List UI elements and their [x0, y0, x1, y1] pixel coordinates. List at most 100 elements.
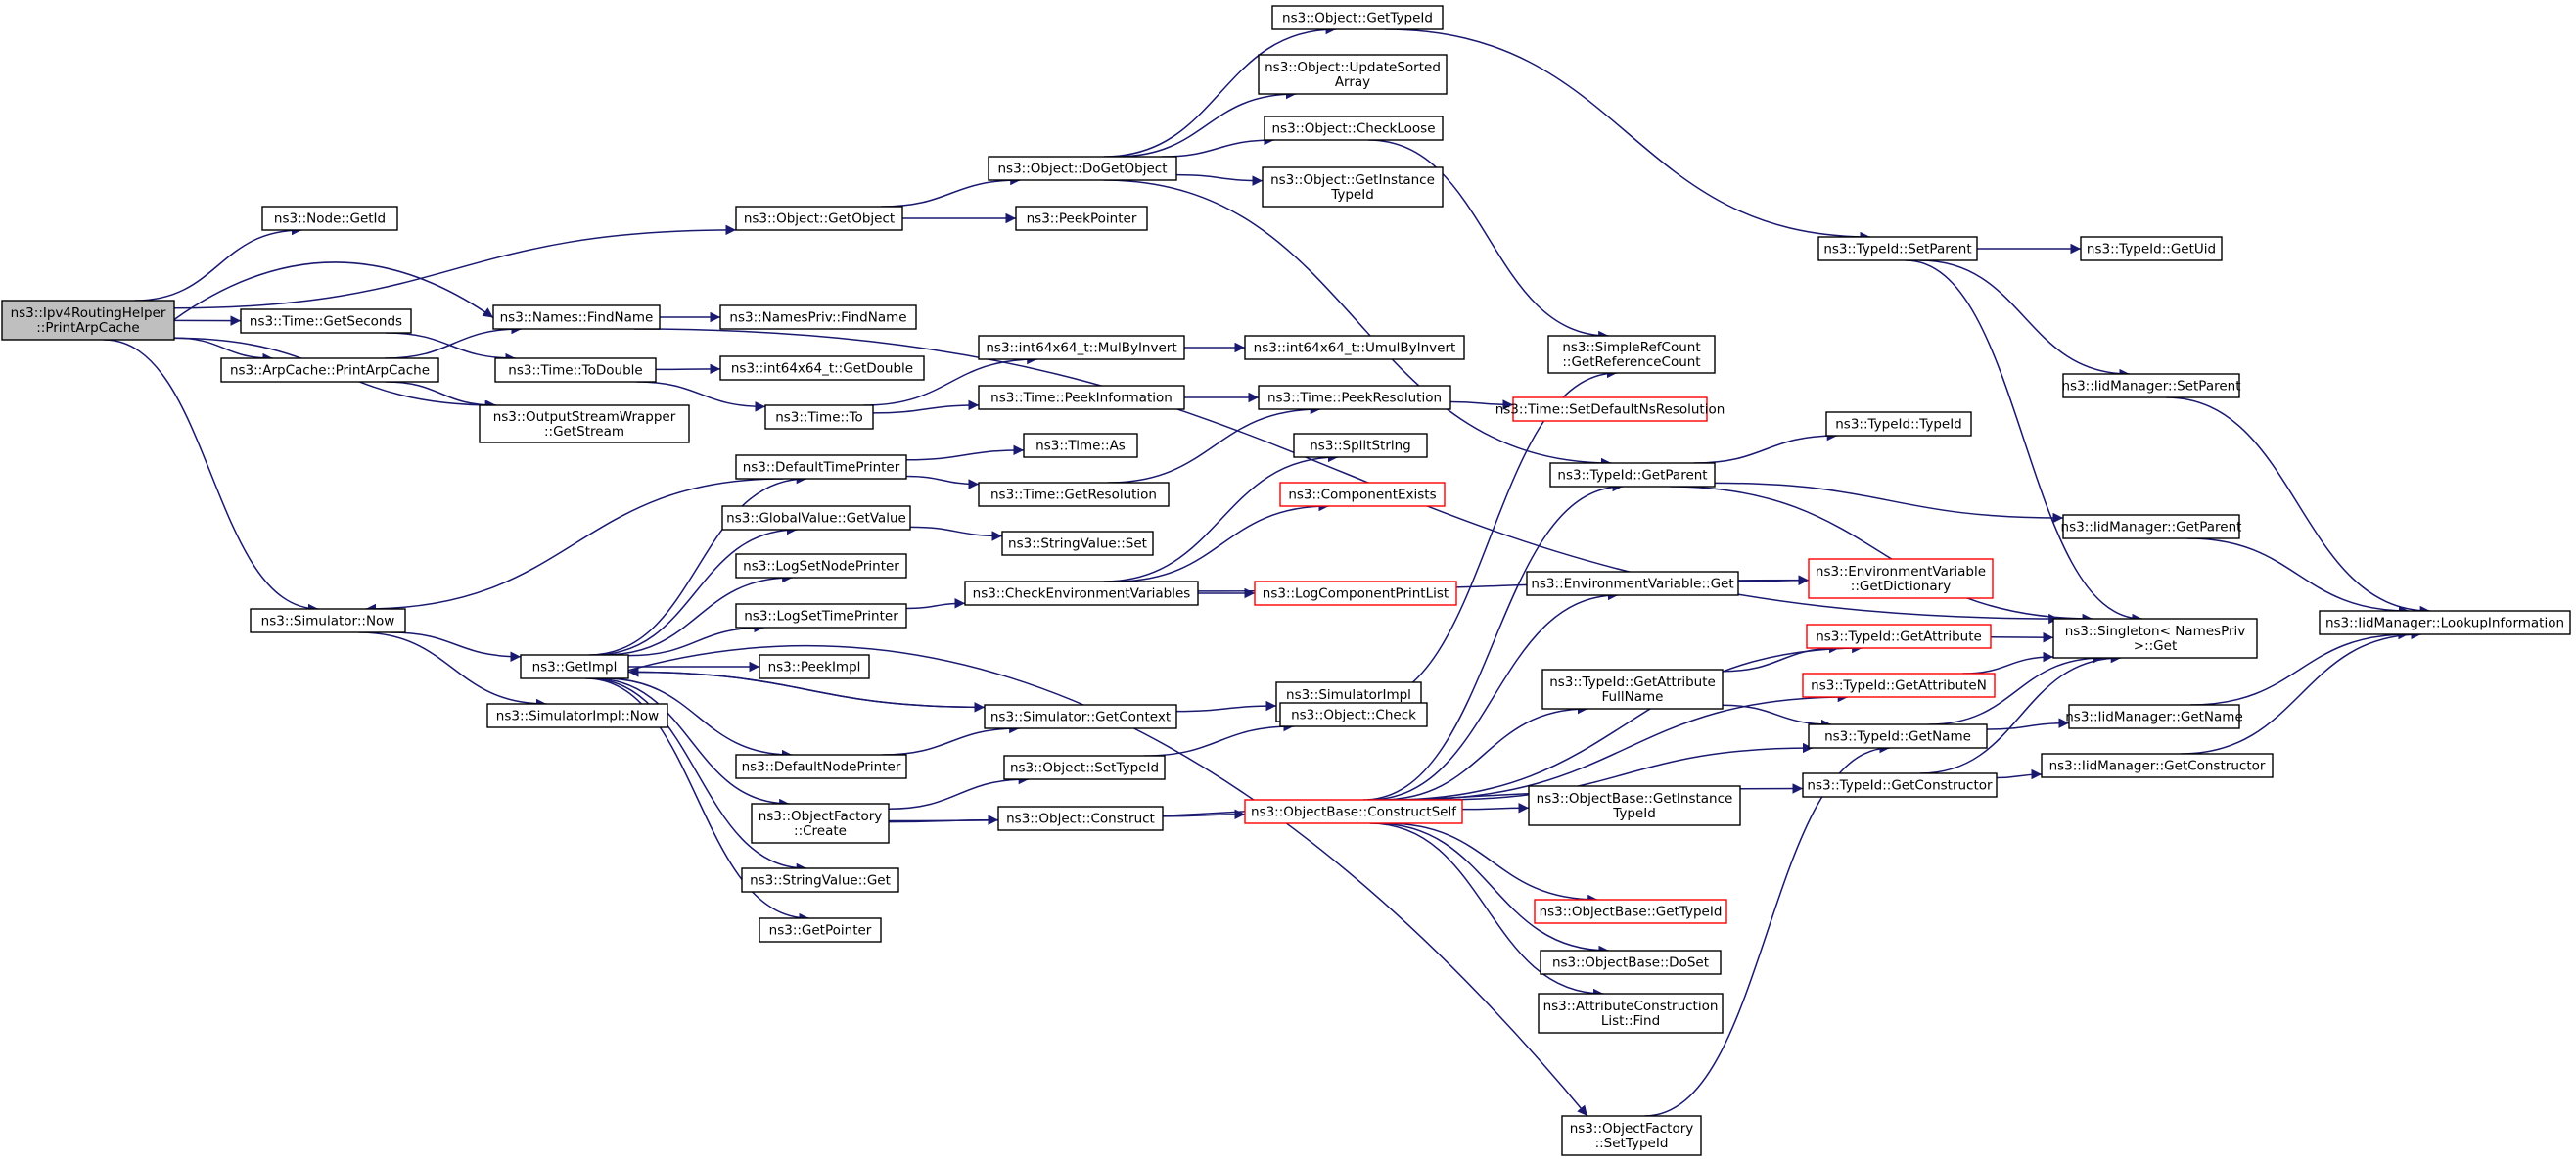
call-edge-time_todouble-to-int64_getdouble	[655, 363, 721, 375]
node-int64-umulbyinvert[interactable]: ns3::int64x64_t::UmulByInvert	[1244, 335, 1465, 360]
node-globalvalue-getvalue[interactable]: ns3::GlobalValue::GetValue	[721, 505, 911, 531]
node-defaultnodeprinter[interactable]: ns3::DefaultNodePrinter	[735, 754, 907, 779]
node-typeid-getparent[interactable]: ns3::TypeId::GetParent	[1549, 462, 1716, 488]
node-singleton-get[interactable]: ns3::Singleton< NamesPriv >::Get	[2052, 618, 2258, 659]
node-logsettimeprinter[interactable]: ns3::LogSetTimePrinter	[735, 603, 907, 629]
node-arpcache-print[interactable]: ns3::ArpCache::PrintArpCache	[220, 357, 439, 383]
node-box	[764, 404, 874, 430]
node-time-peekinfo[interactable]: ns3::Time::PeekInformation	[978, 385, 1185, 410]
node-objectfactory-create[interactable]: ns3::ObjectFactory::Create	[751, 803, 890, 844]
function-nodes: ns3::Ipv4RoutingHelper::PrintArpCachens3…	[1, 5, 2571, 1156]
call-edge-typeid_getconstructor-to-singleton_get	[1919, 652, 2122, 774]
node-time-getseconds[interactable]: ns3::Time::GetSeconds	[240, 308, 412, 334]
call-edge-constructself-to-attrconstruction_find	[1369, 822, 1604, 1000]
node-checkenv[interactable]: ns3::CheckEnvironmentVariables	[964, 581, 1199, 606]
node-namespriv-findname[interactable]: ns3::NamesPriv::FindName	[719, 304, 917, 330]
node-label: TypeId	[1330, 187, 1374, 203]
node-object-settypeid[interactable]: ns3::Object::SetTypeId	[1003, 755, 1166, 780]
node-osw-getstream[interactable]: ns3::OutputStreamWrapper::GetStream	[479, 404, 690, 443]
node-int64-mulbyinvert[interactable]: ns3::int64x64_t::MulByInvert	[978, 335, 1185, 360]
call-edge-constructself-to-typeid_getattributen	[1403, 691, 1849, 801]
node-box	[1258, 54, 1448, 95]
node-root[interactable]: ns3::Ipv4RoutingHelper::PrintArpCache	[1, 300, 175, 341]
node-simplerefcount[interactable]: ns3::SimpleRefCount::GetReferenceCount	[1547, 335, 1716, 374]
node-peekimpl[interactable]: ns3::PeekImpl	[759, 654, 870, 679]
node-typeid-getconstructor[interactable]: ns3::TypeId::GetConstructor	[1802, 772, 1998, 798]
node-iidm-lookup[interactable]: ns3::IidManager::LookupInformation	[2319, 610, 2571, 635]
node-stringvalue-set[interactable]: ns3::StringValue::Set	[1001, 531, 1154, 556]
node-label: ns3::DefaultTimePrinter	[743, 460, 900, 476]
node-object-dogetobject[interactable]: ns3::Object::DoGetObject	[988, 156, 1177, 181]
node-simulator-now[interactable]: ns3::Simulator::Now	[250, 608, 406, 633]
call-edge-object_settypeid-to-object_check	[1144, 721, 1294, 757]
node-object-gettypeid[interactable]: ns3::Object::GetTypeId	[1271, 5, 1444, 30]
node-time-setdefault[interactable]: ns3::Time::SetDefaultNsResolution	[1495, 396, 1725, 422]
node-typeid-getname[interactable]: ns3::TypeId::GetName	[1808, 723, 1988, 749]
node-label: ns3::Object::Construct	[1006, 812, 1155, 827]
node-object-construct[interactable]: ns3::Object::Construct	[997, 806, 1164, 831]
node-object-checkloose[interactable]: ns3::Object::CheckLoose	[1264, 116, 1444, 141]
node-objectfactory-settypeid[interactable]: ns3::ObjectFactory::SetTypeId	[1561, 1115, 1702, 1156]
node-iidm-getconstructor[interactable]: ns3::IidManager::GetConstructor	[2041, 753, 2274, 778]
node-names-findname[interactable]: ns3::Names::FindName	[492, 304, 661, 330]
node-peekpointer[interactable]: ns3::PeekPointer	[1015, 206, 1148, 231]
node-time-as[interactable]: ns3::Time::As	[1023, 433, 1138, 458]
node-label: ns3::Time::As	[1035, 439, 1126, 454]
node-node-getid[interactable]: ns3::Node::GetId	[261, 206, 398, 231]
node-logsetnodeprinter[interactable]: ns3::LogSetNodePrinter	[735, 553, 907, 579]
call-edge-typeid_setparent-to-singleton_get	[1905, 259, 2142, 625]
node-label: ns3::StringValue::Get	[750, 873, 891, 889]
node-typeid-getattributen[interactable]: ns3::TypeId::GetAttributeN	[1802, 673, 1996, 698]
node-iidm-setparent[interactable]: ns3::IidManager::SetParent	[2062, 373, 2241, 398]
node-box	[2052, 618, 2258, 659]
node-iidm-getparent[interactable]: ns3::IidManager::GetParent	[2061, 514, 2242, 539]
node-getimpl[interactable]: ns3::GetImpl	[520, 654, 629, 679]
call-edge-getimpl-to-logsetnodeprinter	[603, 572, 793, 656]
node-sim-getcontext[interactable]: ns3::Simulator::GetContext	[984, 704, 1177, 729]
node-typeid-getattribute[interactable]: ns3::TypeId::GetAttribute	[1806, 624, 1992, 649]
call-edge-simulator_now-to-simimpl_now	[358, 631, 547, 710]
node-envvar-get[interactable]: ns3::EnvironmentVariable::Get	[1526, 571, 1739, 596]
node-objbase-doset[interactable]: ns3::ObjectBase::DoSet	[1540, 950, 1722, 975]
node-stringvalue-get[interactable]: ns3::StringValue::Get	[741, 867, 899, 893]
node-typeid-typeid[interactable]: ns3::TypeId::TypeId	[1825, 411, 1972, 437]
node-label: Array	[1335, 74, 1370, 90]
node-label: ns3::SimulatorImpl	[1286, 687, 1411, 703]
node-typeid-setparent[interactable]: ns3::TypeId::SetParent	[1817, 236, 1978, 261]
node-box	[735, 603, 907, 629]
node-getpointer[interactable]: ns3::GetPointer	[759, 917, 882, 943]
node-time-getres[interactable]: ns3::Time::GetResolution	[978, 482, 1170, 507]
node-label: ns3::Object::GetObject	[744, 211, 895, 227]
node-simimpl-now[interactable]: ns3::SimulatorImpl::Now	[486, 703, 668, 728]
node-int64-getdouble[interactable]: ns3::int64x64_t::GetDouble	[719, 355, 925, 381]
node-box	[1258, 385, 1451, 410]
node-label: ns3::ObjectBase::GetInstance	[1537, 791, 1733, 807]
node-box	[250, 608, 406, 633]
node-typeid-getuid[interactable]: ns3::TypeId::GetUid	[2080, 236, 2223, 261]
call-edge-typeid_setparent-to-iidm_setparent	[1919, 259, 2130, 380]
node-defaulttimeprinter[interactable]: ns3::DefaultTimePrinter	[735, 454, 907, 480]
node-box	[1806, 624, 1992, 649]
node-splitstring[interactable]: ns3::SplitString	[1293, 433, 1428, 458]
call-edges	[103, 23, 2431, 1117]
node-time-todouble[interactable]: ns3::Time::ToDouble	[494, 357, 657, 383]
node-box	[1254, 581, 1457, 606]
node-objbase-gettypeid[interactable]: ns3::ObjectBase::GetTypeId	[1534, 899, 1727, 924]
node-object-check[interactable]: ns3::Object::Check	[1279, 702, 1428, 727]
node-object-getobject[interactable]: ns3::Object::GetObject	[735, 206, 903, 231]
call-edge-time_getseconds-to-time_todouble	[386, 332, 516, 364]
node-constructself[interactable]: ns3::ObjectBase::ConstructSelf	[1244, 799, 1463, 824]
node-time-peekres[interactable]: ns3::Time::PeekResolution	[1258, 385, 1451, 410]
node-label: ns3::Object::SetTypeId	[1010, 761, 1159, 776]
node-logcomponentprintlist[interactable]: ns3::LogComponentPrintList	[1254, 581, 1457, 606]
node-iidm-getname[interactable]: ns3::IidManager::GetName	[2065, 704, 2243, 729]
node-componentexists[interactable]: ns3::ComponentExists	[1279, 482, 1446, 507]
node-label: ns3::Object::GetTypeId	[1282, 11, 1433, 26]
node-envvar-getdict[interactable]: ns3::EnvironmentVariable::GetDictionary	[1808, 558, 1994, 599]
node-time-to[interactable]: ns3::Time::To	[764, 404, 874, 430]
